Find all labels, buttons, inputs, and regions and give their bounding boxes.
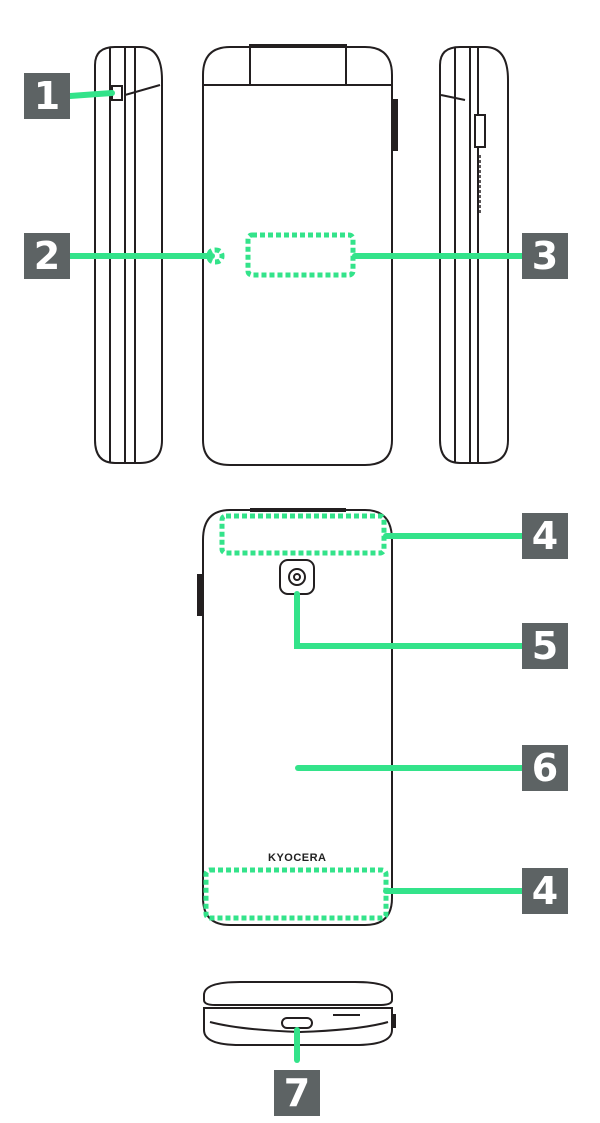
callout-badge-4-bottom: 4: [522, 868, 568, 914]
callout-badge-1: 1: [24, 73, 70, 119]
callout-badge-5: 5: [522, 623, 568, 669]
callout-badge-3: 3: [522, 233, 568, 279]
callout-badge-4-top: 4: [522, 513, 568, 559]
bottom-view: [203, 981, 396, 1046]
front-view: [202, 44, 398, 466]
callout-badge-6: 6: [522, 745, 568, 791]
callout-badge-2: 2: [24, 233, 70, 279]
back-view: [197, 508, 393, 926]
brand-logo: KYOCERA: [268, 852, 327, 864]
callout-badge-7: 7: [274, 1070, 320, 1116]
callout-lines: [67, 90, 525, 1063]
callout-areas: [203, 232, 389, 921]
